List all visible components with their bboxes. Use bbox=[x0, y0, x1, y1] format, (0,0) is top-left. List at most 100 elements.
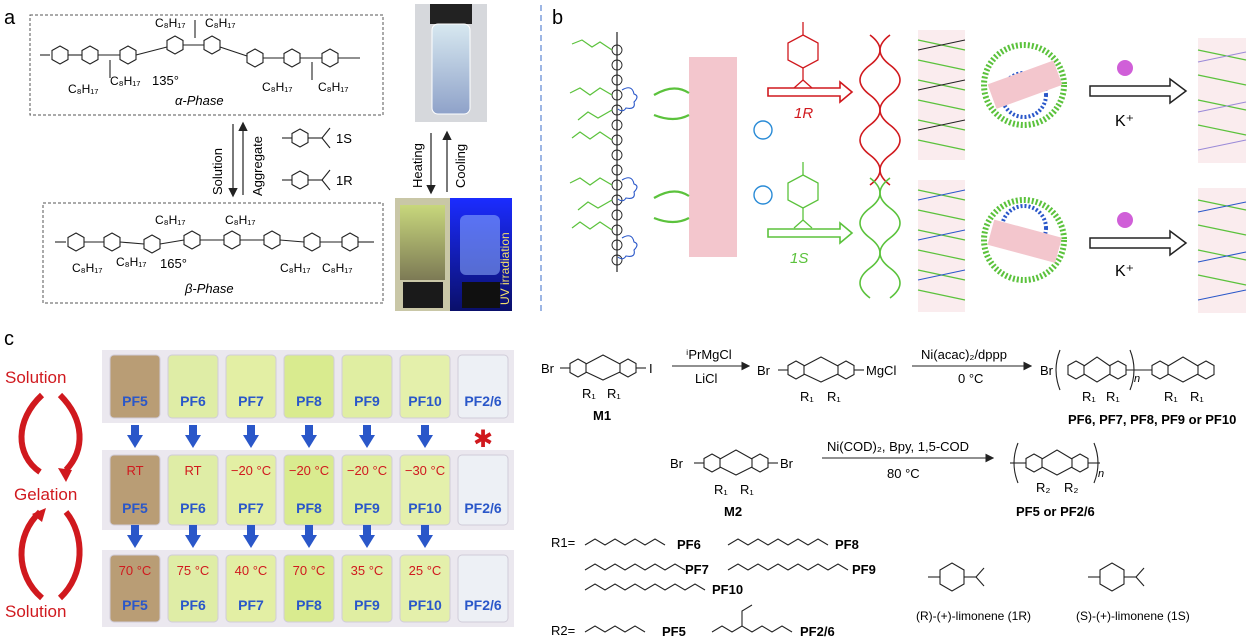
down-arrow bbox=[185, 525, 201, 548]
m2-r1-left: R₁ bbox=[714, 482, 728, 497]
vial-label: PF7 bbox=[238, 393, 264, 409]
vial-temperature: 25 °C bbox=[409, 563, 442, 578]
grignard-structure bbox=[778, 356, 864, 383]
panel-c-letter: c bbox=[4, 328, 14, 350]
vial-label: PF2/6 bbox=[464, 500, 502, 516]
cycle-arc-left-top bbox=[18, 392, 45, 475]
alpha-substituent-4: C₈H₁₇ bbox=[110, 74, 140, 88]
step2-reagent-top: Ni(acac)₂/dppp bbox=[921, 347, 1007, 362]
product1-label: PF6, PF7, PF8, PF9 or PF10 bbox=[1068, 412, 1236, 427]
m2-label: M2 bbox=[724, 504, 742, 519]
down-arrow bbox=[243, 525, 259, 548]
m1-label: M1 bbox=[593, 408, 611, 423]
vial-label: PF6 bbox=[180, 500, 206, 516]
vial-pf6-row-3 bbox=[167, 554, 219, 623]
down-arrow bbox=[243, 425, 259, 448]
label-1R: 1R bbox=[794, 105, 813, 122]
step1-reagent-top: ⁱPrMgCl bbox=[686, 347, 732, 362]
vial-temperature: RT bbox=[184, 463, 201, 478]
vial-pf5-row-3 bbox=[109, 554, 161, 623]
product2-structure bbox=[1010, 442, 1100, 484]
alpha-phase-box bbox=[29, 14, 384, 116]
panel-a-letter: a bbox=[4, 7, 16, 29]
chain-label-pf7: PF7 bbox=[685, 562, 709, 577]
ion-label-bottom: K⁺ bbox=[1115, 263, 1134, 280]
limonene-S-structure bbox=[1088, 562, 1145, 592]
vial-label: PF9 bbox=[354, 500, 380, 516]
cycle-arc-right-top bbox=[57, 392, 83, 473]
beta-substituent-5: C₈H₁₇ bbox=[280, 261, 310, 275]
product1-r1-b: R₁ bbox=[1106, 389, 1120, 404]
product1-r1-c: R₁ bbox=[1164, 389, 1178, 404]
down-arrow bbox=[417, 425, 433, 448]
top-view-1R bbox=[981, 42, 1067, 128]
step2-reagent-bottom: 0 °C bbox=[958, 371, 983, 386]
alpha-substituent-6: C₈H₁₇ bbox=[318, 80, 348, 94]
down-arrow bbox=[301, 525, 317, 548]
alpha-phase-label: α-Phase bbox=[175, 93, 224, 108]
ion-label-top: K⁺ bbox=[1115, 113, 1134, 130]
chain-label-pf2-6: PF2/6 bbox=[800, 624, 835, 639]
vial-photo-uv bbox=[450, 198, 512, 311]
vial-label: PF10 bbox=[408, 500, 442, 516]
polymer-backbone bbox=[569, 32, 638, 272]
vial-label: PF2/6 bbox=[464, 393, 502, 409]
vial-label: PF5 bbox=[122, 500, 148, 516]
helix-green bbox=[859, 177, 901, 299]
crown-ring-bottom bbox=[753, 185, 773, 205]
vial-pf7-row-3 bbox=[225, 554, 277, 623]
r1-equals: R1= bbox=[551, 535, 575, 550]
crown-ring-top bbox=[753, 120, 773, 140]
alpha-angle-label: 135° bbox=[152, 73, 179, 88]
alpha-polymer-structure bbox=[40, 20, 360, 80]
vial-temperature: 35 °C bbox=[351, 563, 384, 578]
arrow-1S bbox=[767, 221, 854, 245]
arrow-k-bottom bbox=[1089, 229, 1188, 257]
no-gel-mark: ✱ bbox=[473, 426, 493, 453]
cycle-arc-right-bottom bbox=[57, 510, 83, 601]
vial-label: PF5 bbox=[122, 597, 148, 613]
vial-photo-solution bbox=[415, 4, 487, 122]
vial-label: PF5 bbox=[122, 393, 148, 409]
vial-pf9-row-1 bbox=[341, 354, 393, 419]
label-1S: 1S bbox=[790, 250, 808, 267]
vial-temperature: −20 °C bbox=[289, 463, 329, 478]
grignard-r1-left: R₁ bbox=[800, 389, 814, 404]
final-helix-top bbox=[1197, 38, 1247, 163]
chain-label-pf9: PF9 bbox=[852, 562, 876, 577]
product1-r1-d: R₁ bbox=[1190, 389, 1204, 404]
vial-label: PF6 bbox=[180, 597, 206, 613]
step1-reagent-bottom: LiCl bbox=[695, 371, 718, 386]
down-arrow bbox=[127, 525, 143, 548]
panel-b: b bbox=[552, 7, 1247, 313]
panel-b-letter: b bbox=[552, 7, 563, 29]
vial-label: PF9 bbox=[354, 597, 380, 613]
down-arrow bbox=[301, 425, 317, 448]
vial-temperature: 75 °C bbox=[177, 563, 210, 578]
side-chain-arcs bbox=[653, 87, 690, 224]
limonene-R-label: (R)-(+)-limonene (1R) bbox=[916, 609, 1031, 623]
m1-structure bbox=[560, 354, 646, 381]
product2-r2-right: R₂ bbox=[1064, 480, 1078, 495]
synthesis-scheme: Br I R₁ R₁ M1 ⁱPrMgCl LiCl Br MgCl R₁ R₁… bbox=[541, 347, 1236, 639]
r2-equals: R2= bbox=[551, 623, 575, 638]
chain-label-pf8: PF8 bbox=[835, 537, 859, 552]
product1-structure bbox=[1055, 349, 1215, 391]
chain-label-pf6: PF6 bbox=[677, 537, 701, 552]
beta-phase-label: β-Phase bbox=[184, 281, 234, 296]
vial-pf7-row-1 bbox=[225, 354, 277, 419]
vial-label: PF7 bbox=[238, 597, 264, 613]
cycle-label-solution-bottom: Solution bbox=[5, 602, 66, 621]
vial-temperature: −20 °C bbox=[347, 463, 387, 478]
product1-br: Br bbox=[1040, 363, 1054, 378]
potassium-ion-bottom bbox=[1117, 212, 1133, 228]
product1-r1-a: R₁ bbox=[1082, 389, 1096, 404]
top-view-1S bbox=[981, 197, 1067, 283]
cycle-arc-left-bottom bbox=[18, 509, 45, 601]
step3-reagent-top: Ni(COD)₂, Bpy, 1,5-COD bbox=[827, 439, 969, 454]
product1-n: n bbox=[1134, 373, 1140, 385]
panel-a: a C₈H₁₇ C₈H₁₇ C₈H₁₇ C₈H bbox=[4, 4, 512, 311]
vial-temperature: −30 °C bbox=[405, 463, 445, 478]
beta-substituent-2: C₈H₁₇ bbox=[225, 213, 255, 227]
